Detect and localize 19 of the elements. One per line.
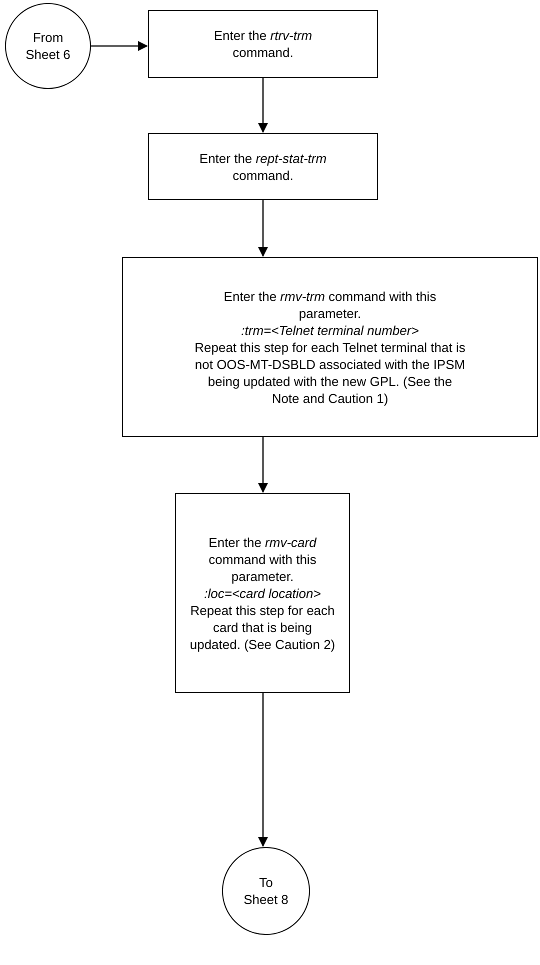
arrow bbox=[258, 437, 268, 493]
node-text: :trm=<Telnet terminal number> bbox=[241, 322, 419, 338]
arrow bbox=[258, 200, 268, 257]
node-text: Enter the rmv-card command with this parameter. bbox=[208, 534, 318, 584]
node-text: To Sheet 8 bbox=[242, 874, 290, 908]
node-text: Enter the rept-stat-trm command. bbox=[198, 150, 328, 184]
process-box bbox=[148, 133, 378, 200]
arrow bbox=[258, 693, 268, 847]
process-box bbox=[175, 493, 350, 693]
process-box bbox=[122, 257, 538, 437]
node-text: :loc=<card location> bbox=[204, 584, 321, 602]
node-text: Repeat this step for each Telnet terminal that is not OOS-MT-DSBLD associated with the IPSM being updated with the new GPL. (See the Note and Caution 1) bbox=[194, 338, 466, 406]
node-text: From Sheet 6 bbox=[24, 29, 72, 63]
node-text: Repeat this step for each card that is being updated. (See Caution 2) bbox=[188, 602, 336, 652]
node-text: Enter the rtrv-trm command. bbox=[212, 27, 314, 61]
process-box bbox=[148, 10, 378, 78]
node-text: Enter the rmv-trm command with this parameter. bbox=[222, 288, 438, 322]
arrow bbox=[258, 78, 268, 133]
arrow bbox=[91, 41, 148, 51]
